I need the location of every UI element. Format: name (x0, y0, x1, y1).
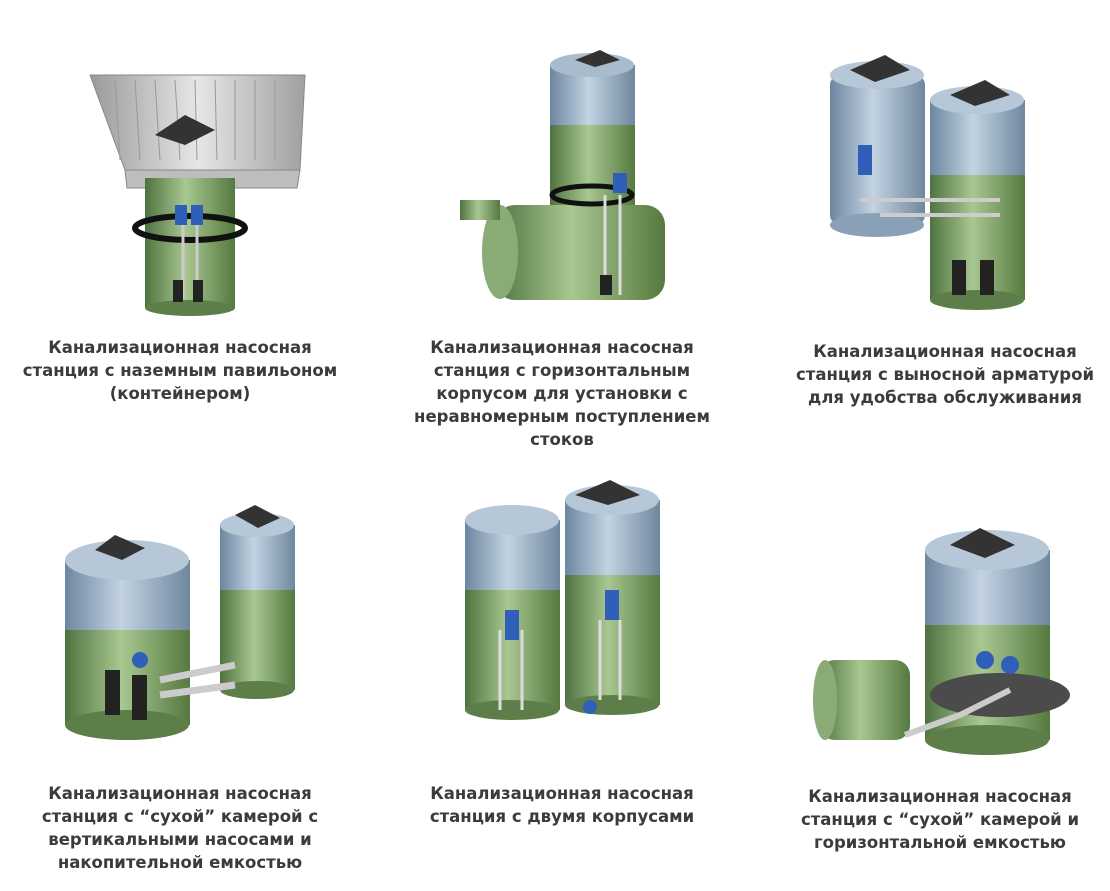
pump-station-with-external-fittings-image (820, 40, 1060, 320)
caption-external-fittings: Канализационная насосная станция с вынос… (795, 342, 1095, 407)
caption-dry-chamber-horizontal: Канализационная насосная станция с “сухо… (800, 787, 1080, 852)
pump-station-dry-chamber-vertical-image (60, 500, 310, 745)
caption-ground-pavilion: Канализационная насосная станция с назем… (22, 338, 338, 403)
caption-dry-chamber-vertical: Канализационная насосная станция с “сухо… (41, 784, 319, 872)
pump-station-with-ground-pavilion-image (85, 70, 315, 320)
caption-horizontal-body: Канализационная насосная станция с гориз… (414, 338, 710, 449)
pump-station-dry-chamber-horizontal-image (810, 520, 1070, 760)
pump-station-with-horizontal-body-image (455, 45, 685, 310)
pump-station-two-bodies-image (460, 470, 670, 735)
caption-two-bodies: Канализационная насосная станция с двумя… (429, 784, 695, 826)
